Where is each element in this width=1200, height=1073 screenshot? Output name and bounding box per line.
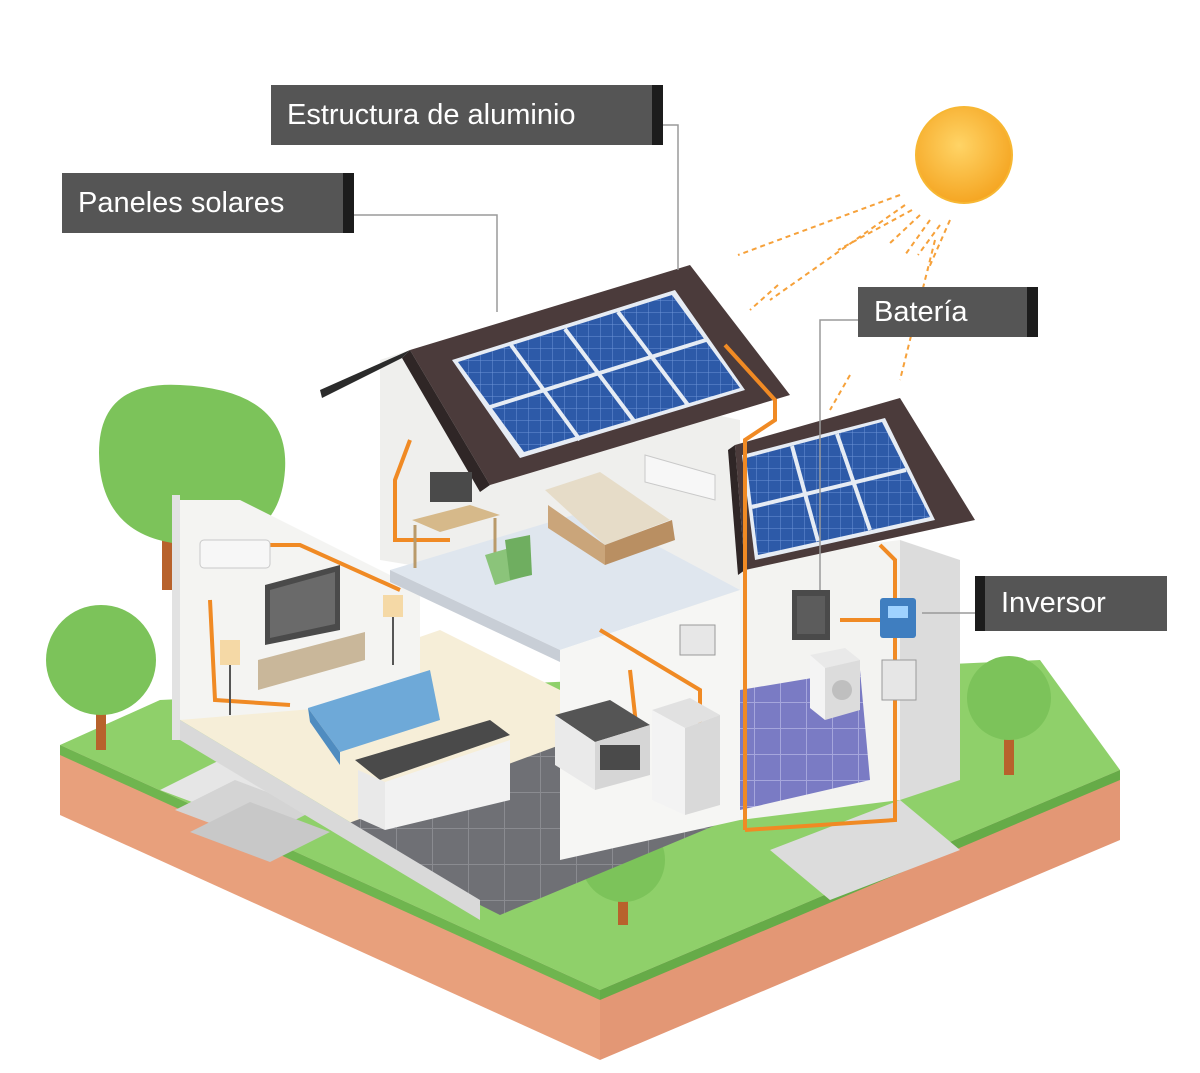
label-inverter-text: Inversor — [1001, 587, 1106, 619]
tree-right — [967, 656, 1051, 775]
label-solar-panels: Paneles solares — [62, 173, 354, 233]
sun-icon — [915, 106, 1013, 204]
tree-front-left — [46, 605, 156, 750]
bedroom-furniture — [412, 454, 716, 585]
label-battery-text: Batería — [874, 295, 968, 328]
living-room-furniture — [199, 539, 510, 830]
label-aluminum-structure-text: Estructura de aluminio — [287, 98, 576, 131]
label-battery: Batería — [858, 287, 1038, 337]
solar-panel-array-main — [452, 290, 745, 458]
callout-leader-lines — [354, 124, 975, 614]
label-inverter: Inversor — [975, 576, 1167, 631]
label-solar-panels-text: Paneles solares — [78, 186, 285, 219]
label-aluminum-structure: Estructura de aluminio — [271, 85, 663, 145]
kitchen-appliances — [555, 624, 720, 815]
utility-room — [792, 590, 917, 720]
solar-panel-array-side — [742, 418, 935, 560]
